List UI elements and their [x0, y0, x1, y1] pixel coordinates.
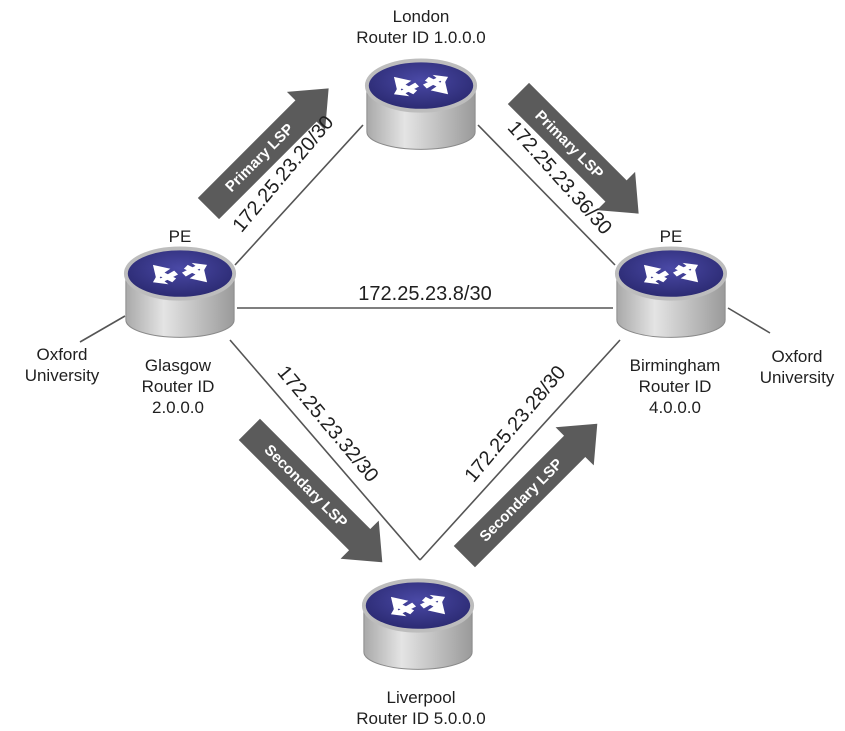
customer-right-line1: Oxford [771, 347, 822, 366]
subnet-glasgow-birmingham: 172.25.23.8/30 [358, 283, 491, 305]
link-glasgow-customer [79, 315, 126, 343]
liverpool-router-id: Router ID 5.0.0.0 [356, 709, 485, 728]
birmingham-router-id: Router ID [639, 377, 712, 396]
london-name: London [393, 7, 450, 26]
link-birmingham-customer [727, 307, 771, 334]
link-glasgow-london [234, 124, 364, 266]
glasgow-router-id: Router ID [142, 377, 215, 396]
birmingham-router-id-value: 4.0.0.0 [649, 398, 701, 417]
link-liverpool-birmingham [419, 339, 621, 561]
customer-right-line2: University [760, 368, 835, 387]
birmingham-name: Birmingham [630, 356, 721, 375]
lsp-secondary-1-arrow: Secondary LSP [238, 418, 383, 563]
router-london-icon [364, 58, 478, 152]
birmingham-role: PE [660, 227, 683, 246]
liverpool-name: Liverpool [387, 688, 456, 707]
link-london-birmingham [477, 124, 616, 266]
glasgow-router-id-value: 2.0.0.0 [152, 398, 204, 417]
link-glasgow-liverpool [229, 339, 421, 561]
glasgow-role: PE [169, 227, 192, 246]
router-birmingham-icon [614, 246, 728, 340]
customer-left-line1: Oxford [36, 345, 87, 364]
customer-left-line2: University [25, 366, 100, 385]
london-router-id: Router ID 1.0.0.0 [356, 28, 485, 47]
glasgow-name: Glasgow [145, 356, 212, 375]
router-liverpool-icon [361, 578, 475, 672]
lsp-secondary-2-arrow: Secondary LSP [453, 423, 598, 568]
router-glasgow-icon [123, 246, 237, 340]
network-links [79, 124, 771, 561]
lsp-secondary-1-label: Secondary LSP [261, 441, 351, 531]
